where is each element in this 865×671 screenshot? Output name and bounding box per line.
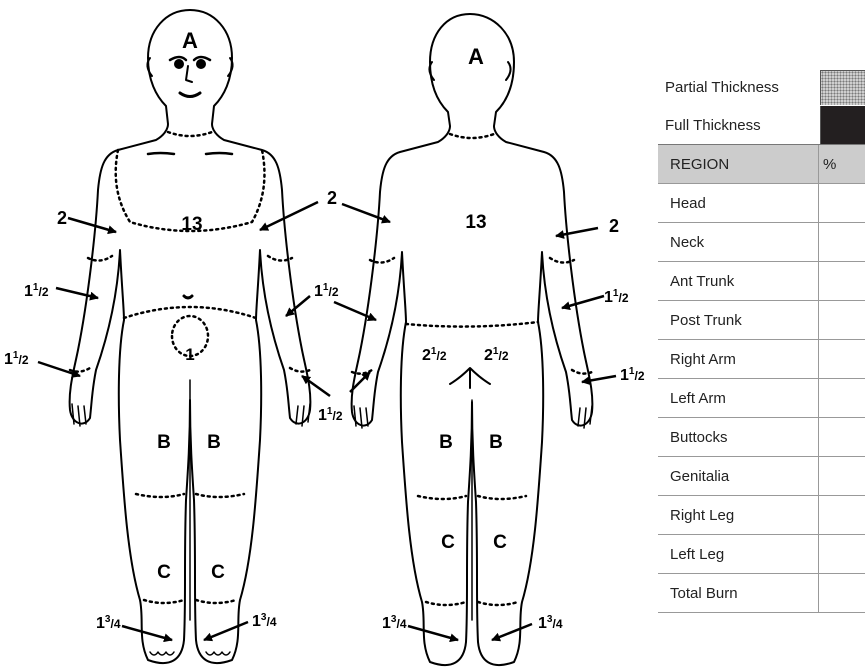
back-leg-right-label: C: [493, 532, 507, 553]
pct-cell[interactable]: [819, 496, 865, 535]
front-head-label: A: [182, 28, 198, 53]
region-cell: Genitalia: [658, 457, 819, 496]
pct-cell[interactable]: [819, 184, 865, 223]
pct-cell[interactable]: [819, 223, 865, 262]
region-cell: Ant Trunk: [658, 262, 819, 301]
table-header-row: REGION %: [658, 145, 865, 184]
back-forearm-right-label: 11/2: [604, 288, 629, 306]
pct-cell[interactable]: [819, 340, 865, 379]
back-foot-right-label: 13/4: [538, 614, 563, 632]
table-row: Right Leg: [658, 496, 865, 535]
front-upper-arm-left-label: 2: [57, 208, 67, 228]
back-labels: A 13 B B C C 2 21/2 21/2 11/2 11/2 13/4 …: [382, 44, 645, 632]
partial-thickness-swatch: [820, 70, 865, 105]
front-labels: A 13 1 B B C C 2 2 11/2 11/2 11/2 11/2 1…: [4, 28, 343, 632]
pct-cell[interactable]: [819, 457, 865, 496]
table-row: Right Arm: [658, 340, 865, 379]
table-row: Buttocks: [658, 418, 865, 457]
front-foot-left-label: 13/4: [96, 614, 121, 632]
pct-cell[interactable]: [819, 418, 865, 457]
back-thigh-right-label: B: [489, 432, 503, 453]
front-hand-left-label: 11/2: [4, 350, 29, 368]
front-trunk-label: 13: [181, 214, 202, 235]
front-forearm-right-label: 11/2: [314, 282, 339, 300]
region-cell: Left Leg: [658, 535, 819, 574]
region-cell: Buttocks: [658, 418, 819, 457]
region-cell: Head: [658, 184, 819, 223]
table-row: Genitalia: [658, 457, 865, 496]
table-row: Ant Trunk: [658, 262, 865, 301]
table-row: Neck: [658, 223, 865, 262]
back-hand-right-label: 11/2: [620, 366, 645, 384]
front-foot-right-label: 13/4: [252, 612, 277, 630]
back-leg-left-label: C: [441, 532, 455, 553]
header-pct: %: [819, 145, 865, 184]
back-figure: [352, 14, 593, 665]
region-cell: Right Leg: [658, 496, 819, 535]
front-upper-arm-right-label: 2: [327, 188, 337, 208]
back-buttock-right-label: 21/2: [484, 346, 509, 364]
back-upper-arm-right-label: 2: [609, 216, 619, 236]
back-foot-left-label: 13/4: [382, 614, 407, 632]
legend-partial-thickness: Partial Thickness: [658, 68, 865, 106]
legend-partial-label: Partial Thickness: [658, 79, 820, 96]
back-trunk-label: 13: [465, 212, 486, 233]
full-thickness-swatch: [820, 106, 865, 144]
region-cell: Left Arm: [658, 379, 819, 418]
table-row: Left Leg: [658, 535, 865, 574]
pct-cell[interactable]: [819, 535, 865, 574]
burn-chart-panel: Partial Thickness Full Thickness REGION …: [658, 68, 865, 613]
front-leg-left-label: C: [157, 562, 171, 583]
region-cell: Total Burn: [658, 574, 819, 613]
region-cell: Neck: [658, 223, 819, 262]
back-head-label: A: [468, 44, 484, 69]
front-hand-right-label: 11/2: [318, 406, 343, 424]
legend-full-label: Full Thickness: [658, 117, 820, 134]
front-figure: [70, 10, 311, 663]
back-thigh-left-label: B: [439, 432, 453, 453]
front-thigh-right-label: B: [207, 432, 221, 453]
header-region: REGION: [658, 145, 819, 184]
body-diagram: A 13 1 B B C C 2 2 11/2 11/2 11/2 11/2 1…: [0, 0, 660, 671]
region-cell: Right Arm: [658, 340, 819, 379]
table-row: Post Trunk: [658, 301, 865, 340]
front-leg-right-label: C: [211, 562, 225, 583]
table-row: Left Arm: [658, 379, 865, 418]
pct-cell[interactable]: [819, 379, 865, 418]
front-forearm-left-label: 11/2: [24, 282, 49, 300]
pct-cell[interactable]: [819, 574, 865, 613]
pct-cell[interactable]: [819, 262, 865, 301]
table-row: Head: [658, 184, 865, 223]
back-buttock-left-label: 21/2: [422, 346, 447, 364]
front-genital-label: 1: [185, 345, 194, 364]
front-thigh-left-label: B: [157, 432, 171, 453]
legend-full-thickness: Full Thickness: [658, 106, 865, 144]
table-row: Total Burn: [658, 574, 865, 613]
region-cell: Post Trunk: [658, 301, 819, 340]
pct-cell[interactable]: [819, 301, 865, 340]
